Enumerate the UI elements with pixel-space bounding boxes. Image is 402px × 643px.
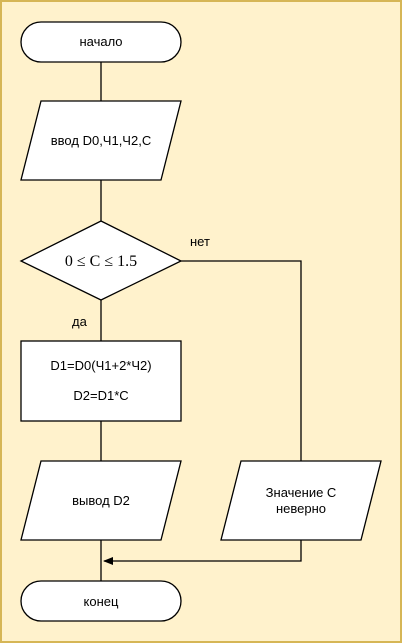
no-branch-label: нет — [190, 234, 210, 249]
end-label: конец — [84, 594, 119, 609]
output-label: вывод D2 — [72, 493, 130, 508]
input-label: ввод D0,Ч1,Ч2,С — [51, 133, 151, 148]
error-label-line2: неверно — [276, 501, 326, 516]
start-terminator — [20, 21, 182, 63]
condition-label: 0 ≤ C ≤ 1.5 — [65, 253, 137, 270]
error-parallelogram — [220, 460, 382, 541]
process-label-line2: D2=D1*C — [73, 388, 128, 403]
process-label-line1: D1=D0(Ч1+2*Ч2) — [50, 358, 151, 373]
condition-diamond — [19, 220, 183, 301]
input-parallelogram — [20, 100, 182, 181]
edge-error-to-merge — [103, 540, 302, 565]
error-label-line1: Значение С — [266, 485, 337, 500]
start-label: начало — [79, 34, 122, 49]
yes-branch-label: да — [72, 314, 88, 329]
connectors — [100, 62, 302, 581]
process-box — [20, 340, 182, 422]
end-terminator — [20, 580, 182, 622]
output-parallelogram — [20, 460, 182, 541]
edge-condition-no-to-error — [181, 260, 302, 461]
